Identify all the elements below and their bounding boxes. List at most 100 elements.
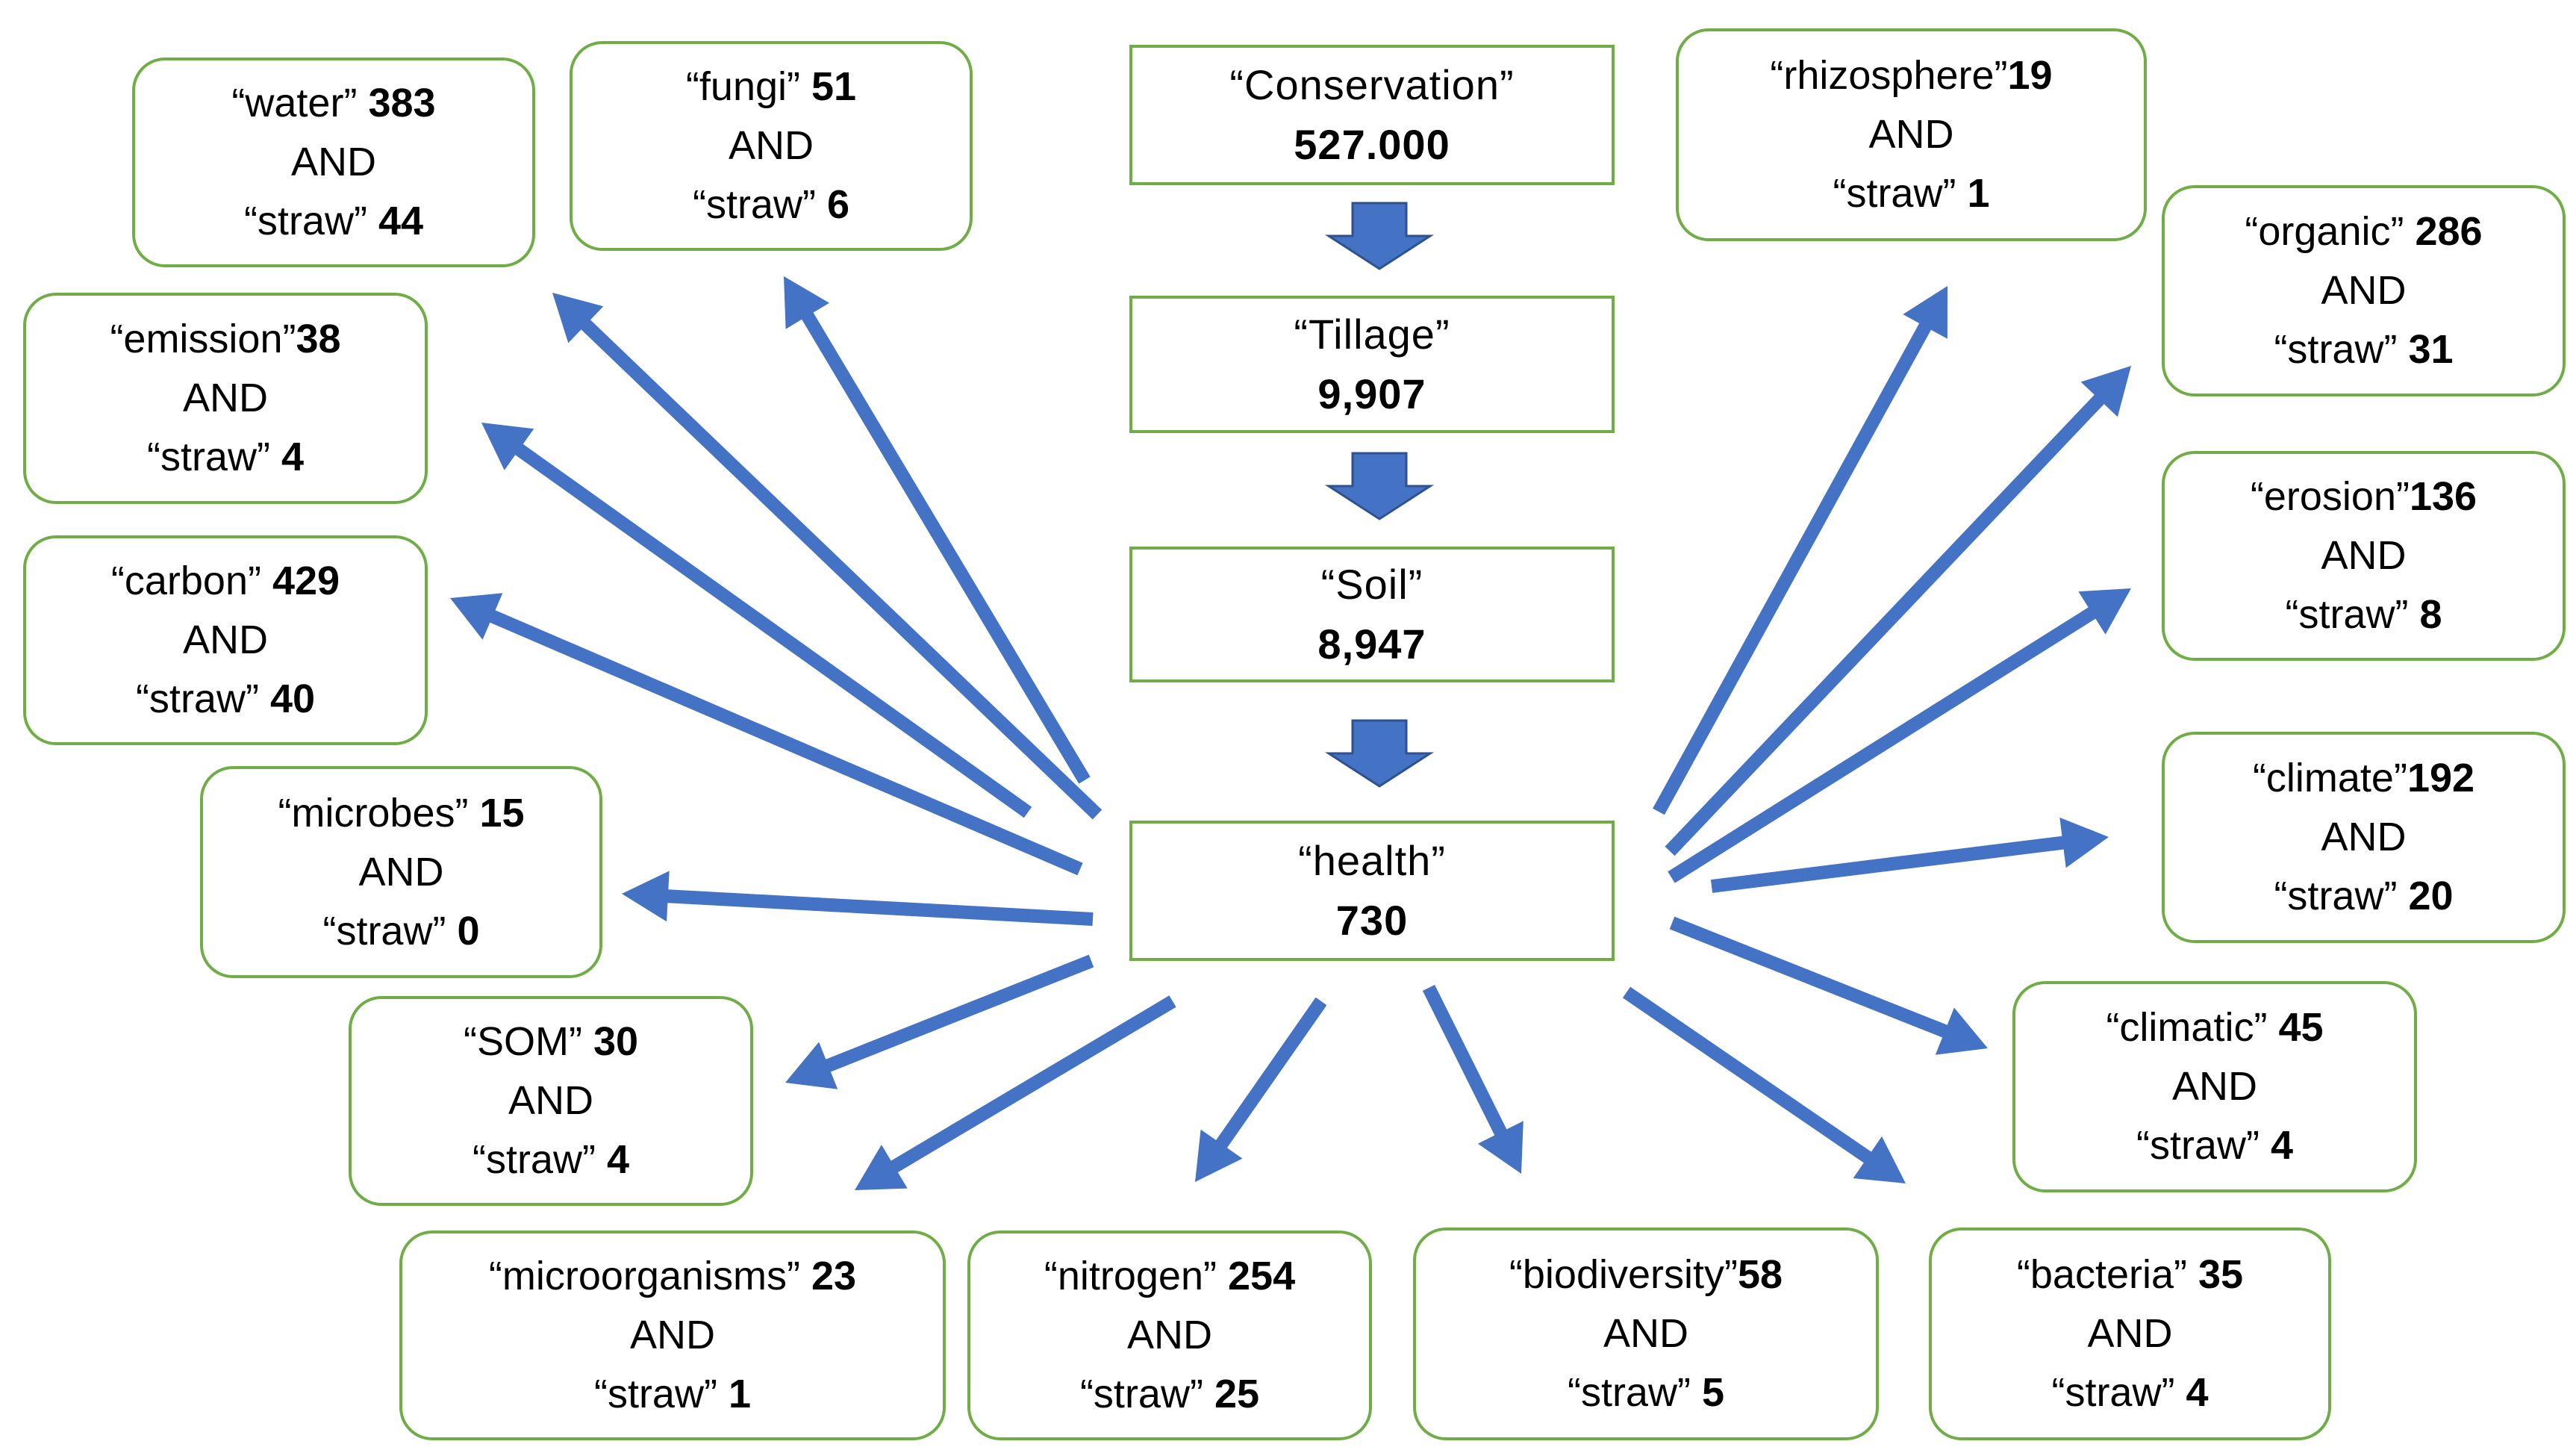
- straw-label: “straw”: [243, 199, 367, 243]
- term-box-erosion: “erosion”136 AND “straw” 8: [2162, 451, 2566, 661]
- and-label: AND: [2321, 815, 2407, 859]
- arrow-to-bacteria: [1622, 986, 1906, 1183]
- term-label: “fungi”: [685, 64, 800, 109]
- term-count: 58: [1738, 1252, 1783, 1297]
- term-count: 23: [811, 1254, 857, 1298]
- term-box-microorganisms: “microorganisms” 23 AND “straw” 1: [399, 1230, 946, 1440]
- arrow-to-climate: [1710, 817, 2109, 893]
- and-label: AND: [358, 849, 444, 894]
- straw-count: 0: [457, 908, 480, 953]
- term-box-bacteria: “bacteria” 35 AND “straw” 4: [1929, 1228, 2331, 1440]
- and-label: AND: [290, 140, 376, 184]
- flow-count: 527.000: [1294, 121, 1450, 168]
- arrow-to-nitrogen: [1195, 997, 1327, 1182]
- flow-count: 9,907: [1317, 370, 1426, 417]
- term-box-carbon: “carbon” 429 AND “straw” 40: [23, 535, 428, 745]
- arrow-to-rhizosphere: [1653, 286, 1947, 815]
- and-label: AND: [2321, 533, 2407, 578]
- straw-label: “straw”: [472, 1137, 596, 1182]
- term-box-microbes: “microbes” 15 AND “straw” 0: [200, 766, 602, 978]
- straw-count: 44: [378, 199, 424, 243]
- term-box-som: “SOM” 30 AND “straw” 4: [349, 996, 753, 1206]
- straw-count: 31: [2408, 327, 2454, 372]
- straw-label: “straw”: [2051, 1370, 2175, 1415]
- term-label: “climate”: [2252, 756, 2407, 800]
- straw-label: “straw”: [146, 435, 270, 479]
- term-count: 429: [272, 559, 340, 603]
- term-box-organic: “organic” 286 AND “straw” 31: [2162, 185, 2566, 396]
- straw-count: 5: [1701, 1370, 1725, 1415]
- term-label: “climatic”: [2106, 1005, 2268, 1050]
- straw-label: “straw”: [1567, 1370, 1691, 1415]
- arrow-to-organic: [1665, 366, 2131, 856]
- and-label: AND: [2321, 268, 2407, 313]
- term-label: “nitrogen”: [1044, 1254, 1217, 1298]
- term-count: 51: [811, 64, 857, 109]
- straw-count: 4: [606, 1137, 630, 1182]
- term-box-biodiversity: “biodiversity”58 AND “straw” 5: [1413, 1228, 1879, 1440]
- straw-count: 40: [269, 676, 316, 721]
- arrow-to-microorganisms: [855, 995, 1176, 1190]
- term-count: 383: [368, 81, 436, 125]
- straw-label: “straw”: [1833, 171, 1956, 216]
- down-arrow-icon: [1324, 202, 1435, 270]
- term-box-fungi: “fungi” 51 AND “straw” 6: [570, 41, 973, 251]
- term-count: 286: [2415, 209, 2483, 254]
- term-box-climatic: “climatic” 45 AND “straw” 4: [2012, 981, 2417, 1192]
- flow-box-health: “health” 730: [1129, 821, 1615, 961]
- term-count: 38: [296, 317, 341, 361]
- arrow-to-emission: [481, 423, 1032, 818]
- term-box-water: “water” 383 AND “straw” 44: [132, 57, 535, 267]
- straw-count: 4: [281, 435, 305, 479]
- straw-count: 4: [2270, 1123, 2294, 1168]
- and-label: AND: [508, 1078, 593, 1123]
- straw-label: “straw”: [135, 676, 259, 721]
- term-count: 30: [593, 1019, 639, 1064]
- straw-count: 4: [2186, 1370, 2209, 1415]
- term-count: 19: [2007, 53, 2053, 98]
- straw-count: 8: [2419, 592, 2442, 637]
- flow-term: “Tillage”: [1294, 311, 1450, 358]
- straw-count: 1: [1967, 171, 1990, 216]
- flow-term: “Conservation”: [1229, 61, 1515, 108]
- term-label: “SOM”: [463, 1019, 582, 1064]
- straw-label: “straw”: [2274, 327, 2398, 372]
- straw-label: “straw”: [2285, 592, 2409, 637]
- term-label: “bacteria”: [2016, 1252, 2187, 1297]
- term-label: “organic”: [2245, 209, 2404, 254]
- and-label: AND: [182, 376, 268, 420]
- and-label: AND: [2171, 1064, 2257, 1109]
- flow-term: “Soil”: [1320, 561, 1423, 608]
- term-box-nitrogen: “nitrogen” 254 AND “straw” 25: [967, 1230, 1372, 1440]
- straw-label: “straw”: [692, 182, 816, 227]
- flow-box-conservation: “Conservation” 527.000: [1129, 45, 1615, 185]
- down-arrow-icon: [1324, 452, 1435, 520]
- term-count: 15: [479, 790, 525, 836]
- term-box-climate: “climate”192 AND “straw” 20: [2162, 732, 2566, 943]
- term-label: “carbon”: [110, 559, 261, 603]
- straw-count: 1: [728, 1372, 752, 1416]
- flow-count: 8,947: [1317, 620, 1426, 668]
- arrow-to-som: [785, 954, 1094, 1089]
- arrow-to-erosion: [1668, 588, 2131, 883]
- straw-label: “straw”: [322, 908, 446, 953]
- arrow-to-microbes: [622, 871, 1094, 926]
- term-label: “emission”: [110, 317, 296, 361]
- flow-box-tillage: “Tillage” 9,907: [1129, 296, 1615, 433]
- term-label: “erosion”: [2250, 474, 2410, 519]
- flow-box-soil: “Soil” 8,947: [1129, 547, 1615, 682]
- term-label: “biodiversity”: [1509, 1252, 1738, 1297]
- term-count: 136: [2409, 474, 2477, 519]
- and-label: AND: [182, 617, 268, 662]
- straw-label: “straw”: [2274, 874, 2398, 918]
- term-label: “microorganisms”: [488, 1254, 800, 1298]
- flow-count: 730: [1335, 897, 1409, 944]
- term-box-emission: “emission”38 AND “straw” 4: [23, 293, 428, 504]
- and-label: AND: [728, 123, 814, 168]
- arrow-to-fungi: [784, 276, 1091, 784]
- term-label: “rhizosphere”: [1770, 53, 2008, 98]
- arrow-to-water: [552, 293, 1103, 820]
- and-label: AND: [1603, 1311, 1688, 1356]
- and-label: AND: [2087, 1311, 2173, 1356]
